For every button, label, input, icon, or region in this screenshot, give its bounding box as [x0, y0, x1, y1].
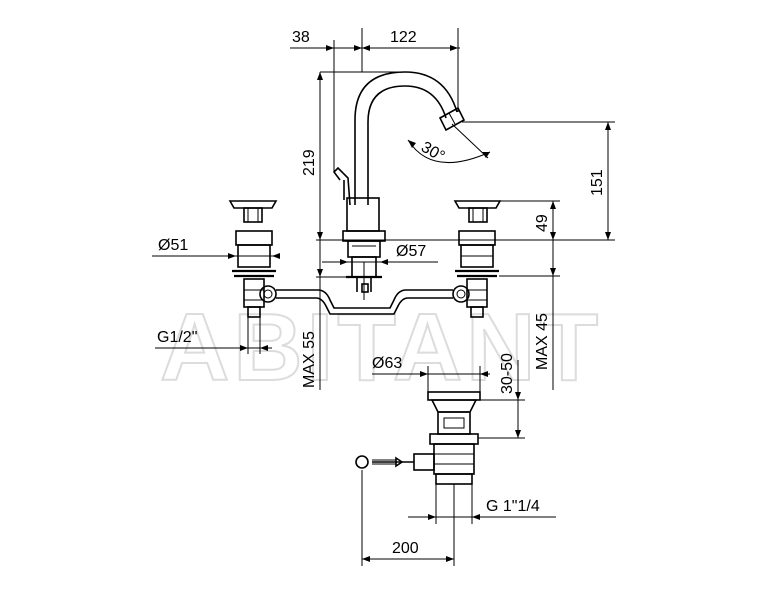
dim-angle-30: 30° [418, 139, 447, 166]
dim-g-1-1-4: G 1"1/4 [486, 498, 540, 515]
dim-122: 122 [390, 29, 417, 46]
dim-g-1-2: G1/2" [157, 329, 197, 346]
dim-max-55: MAX 55 [301, 331, 318, 388]
dim-219: 219 [301, 149, 318, 176]
dim-max-45: MAX 45 [534, 313, 551, 370]
dimension-labels: 38 122 219 151 49 30° Ø51 Ø57 G1/2" MAX … [157, 29, 606, 557]
dimension-lines [152, 28, 615, 566]
dim-dia-51: Ø51 [158, 237, 188, 254]
connection-pipes [276, 289, 453, 315]
dim-38: 38 [292, 29, 310, 46]
dim-30-50: 30-50 [499, 353, 516, 394]
dim-dia-57: Ø57 [396, 243, 426, 260]
dim-49: 49 [534, 214, 551, 232]
dim-200: 200 [392, 540, 419, 557]
pop-up-waste [355, 391, 481, 485]
right-valve [452, 200, 502, 318]
spout-assembly [332, 71, 466, 300]
dim-151: 151 [589, 169, 606, 196]
dim-dia-63: Ø63 [372, 355, 402, 372]
